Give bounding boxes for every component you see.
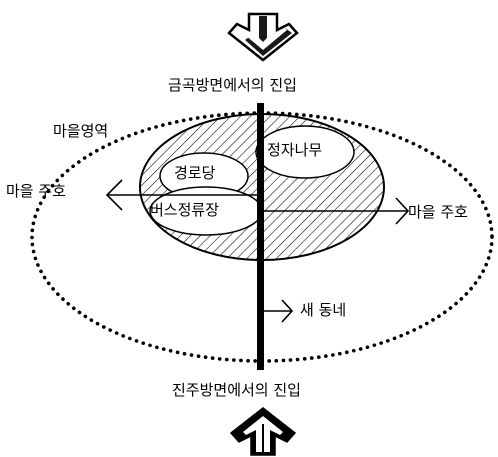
village-protection-left-label: 마을 주호	[6, 182, 66, 200]
main-road	[257, 103, 264, 370]
senior-center-label: 경로당	[174, 164, 216, 182]
jeongja-tree-zone	[255, 125, 355, 179]
top-entry-label: 금곡방면에서의 진입	[168, 76, 297, 94]
arrow-up-icon	[229, 407, 297, 456]
arrow-down-icon	[227, 12, 299, 62]
new-neighborhood-label: 새 동네	[300, 301, 346, 319]
right-direction-arrow	[264, 197, 410, 225]
village-protection-right-label: 마을 주호	[408, 203, 468, 221]
jeongja-tree-label: 정자나무	[267, 141, 322, 159]
left-direction-arrow	[105, 179, 257, 211]
village-area-label: 마을영역	[53, 122, 108, 140]
new-neighborhood-arrow	[264, 299, 294, 323]
bottom-entry-label: 진주방면에서의 진입	[172, 381, 301, 399]
bus-stop-label: 버스정류장	[150, 201, 219, 219]
